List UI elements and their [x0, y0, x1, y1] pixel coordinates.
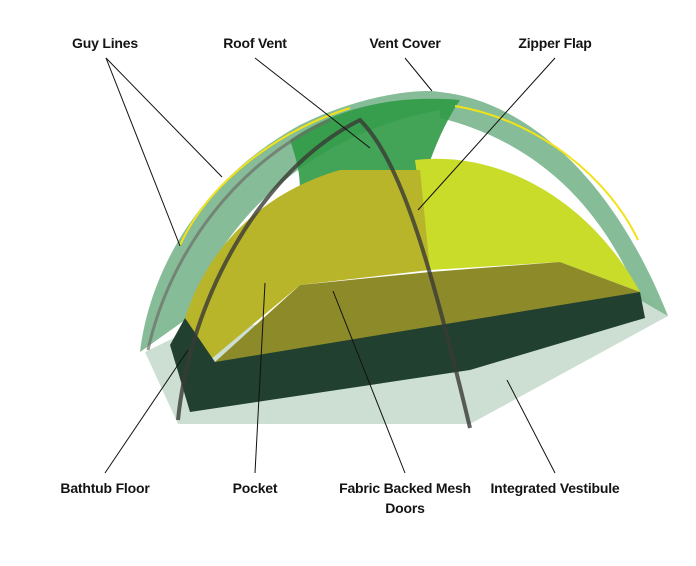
inner-panel-left — [185, 170, 430, 360]
inner-floor — [215, 262, 640, 368]
yellow-guyline-left — [179, 107, 351, 246]
label-roof-vent: Roof Vent — [223, 35, 287, 51]
label-guy-lines: Guy Lines — [72, 35, 138, 51]
fly-right — [440, 92, 668, 316]
leader-lines — [104, 57, 556, 474]
label-mesh-doors-line2: Doors — [385, 500, 425, 516]
label-pocket: Pocket — [232, 480, 278, 496]
inner-panel-right — [415, 158, 640, 292]
pole-front — [176, 117, 472, 429]
label-integrated-vestibule: Integrated Vestibule — [490, 480, 620, 496]
yellow-guyline-right — [454, 105, 639, 241]
label-bathtub-floor: Bathtub Floor — [60, 480, 150, 496]
bathtub-floor-band — [170, 292, 645, 412]
label-mesh-doors: Fabric Backed Mesh Doors — [339, 478, 471, 518]
label-zipper-flap: Zipper Flap — [518, 35, 592, 51]
label-vent-cover: Vent Cover — [369, 35, 441, 51]
label-mesh-doors-line1: Fabric Backed Mesh — [339, 480, 471, 496]
pole-side — [146, 118, 331, 351]
